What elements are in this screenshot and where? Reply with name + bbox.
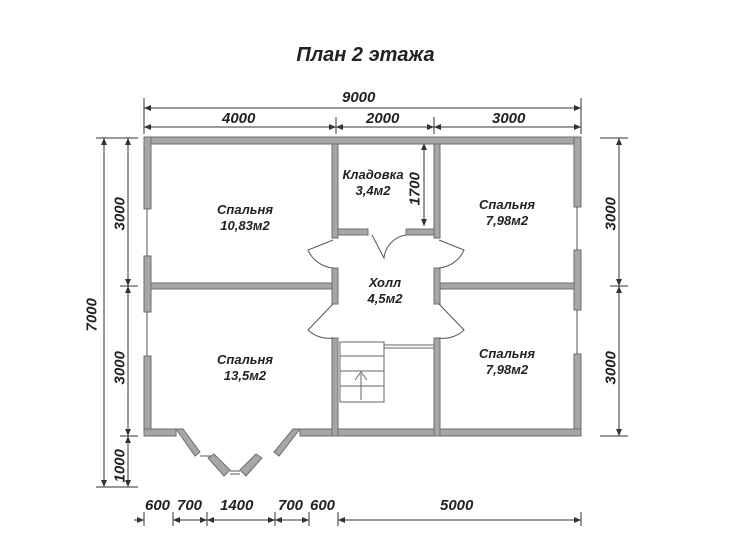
dim-bottom-6: 5000 [440,497,474,514]
room-name: Спальня [216,202,274,217]
room-area: 10,83м2 [220,218,270,233]
dim-top-1: 4000 [222,110,256,127]
dim-right-2: 3000 [602,351,620,385]
dim-left-3: 1000 [111,449,129,483]
right-dimensions [600,137,628,437]
windows [146,207,578,475]
dim-top-2: 2000 [366,110,400,127]
room-bedroom-1: Спальня 10,83м2 [200,202,290,234]
room-name: Спальня [478,197,536,212]
room-bedroom-4: Спальня 7,98м2 [462,346,552,378]
room-name: Спальня [478,346,536,361]
top-dimensions [143,98,582,134]
dim-bottom-5: 600 [310,497,336,514]
room-area: 3,4м2 [355,183,391,198]
room-name: Кладовка [342,167,404,182]
room-area: 4,5м2 [367,291,403,306]
room-area: 13,5м2 [223,368,267,383]
dim-left-1: 3000 [111,197,129,231]
dim-bottom-4: 700 [278,497,304,514]
dim-right-1: 3000 [602,197,620,231]
dim-left-2: 3000 [111,351,129,385]
dim-top-total: 9000 [342,89,376,106]
stairs [339,341,434,403]
dim-bottom-3: 1400 [220,497,254,514]
plan-title: План 2 этажа [296,44,435,66]
room-area: 7,98м2 [485,213,529,228]
room-area: 7,98м2 [485,362,529,377]
dim-top-3: 3000 [492,110,526,127]
dim-bottom-2: 700 [177,497,203,514]
left-dimensions [96,137,138,488]
room-name: Спальня [216,352,274,367]
dim-left-total: 7000 [83,298,101,332]
room-bedroom-2: Спальня 7,98м2 [462,197,552,229]
room-storage: Кладовка 3,4м2 [338,167,408,199]
doors [307,234,465,339]
dim-bottom-1: 600 [145,497,171,514]
dim-storage: 1700 [406,172,424,206]
room-name: Холл [368,275,402,290]
bottom-dimensions [134,512,582,526]
room-bedroom-3: Спальня 13,5м2 [200,352,290,384]
room-hall: Холл 4,5м2 [350,275,420,307]
